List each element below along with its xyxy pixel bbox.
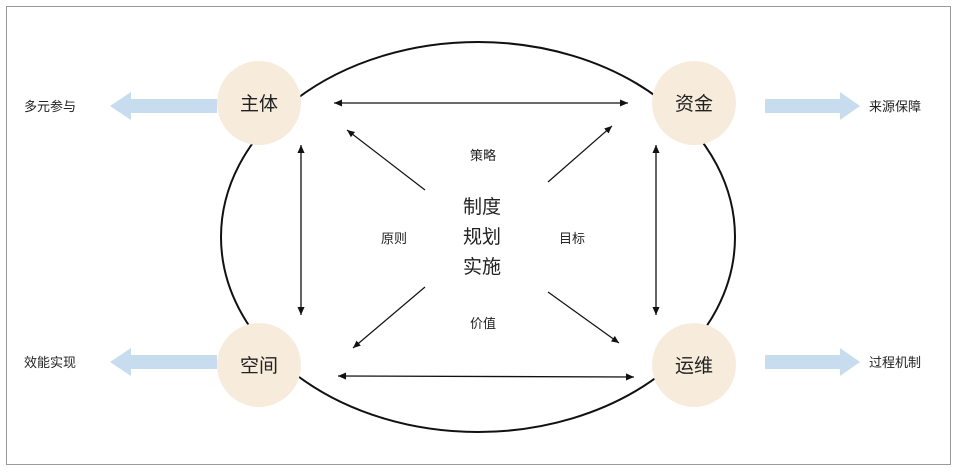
arrow-diag-top-left — [346, 129, 426, 191]
node-circle — [217, 323, 301, 407]
side-arrow-right-top — [765, 92, 860, 120]
output-label-bottom-right: 过程机制 — [869, 356, 921, 371]
output-label-top-right: 来源保障 — [869, 100, 921, 115]
node-label: 资金 — [675, 93, 713, 115]
node-label: 主体 — [240, 93, 278, 115]
center-label-line2: 规划 — [463, 226, 501, 248]
outer-ellipse — [220, 41, 736, 433]
relation-label-top: 策略 — [470, 148, 496, 164]
node-circle — [217, 61, 301, 145]
node-bottom-left: 空间 — [217, 323, 301, 407]
node-top-left: 主体 — [217, 61, 301, 145]
arrow-bottom — [337, 372, 635, 381]
center-label-line3: 实施 — [463, 256, 501, 278]
relation-label-right: 目标 — [559, 232, 585, 247]
node-circle — [652, 323, 736, 407]
side-arrow-left-bottom — [110, 348, 217, 376]
arrow-diag-top-right — [547, 125, 613, 183]
node-top-right: 资金 — [652, 61, 736, 145]
relation-label-bottom: 价值 — [470, 316, 496, 332]
arrow-diag-bottom-left — [352, 286, 426, 349]
side-arrow-right-bottom — [765, 348, 860, 376]
arrow-diag-bottom-right — [547, 291, 620, 344]
center-label-line1: 制度 — [463, 196, 501, 218]
node-label: 运维 — [675, 355, 713, 377]
node-bottom-right: 运维 — [652, 323, 736, 407]
node-circle — [652, 61, 736, 145]
side-arrow-left-top — [110, 92, 217, 120]
relation-label-left: 原则 — [381, 232, 407, 247]
node-label: 空间 — [240, 355, 278, 377]
output-label-bottom-left: 效能实现 — [24, 356, 76, 371]
output-label-top-left: 多元参与 — [24, 99, 76, 115]
diagram-frame — [6, 6, 951, 465]
